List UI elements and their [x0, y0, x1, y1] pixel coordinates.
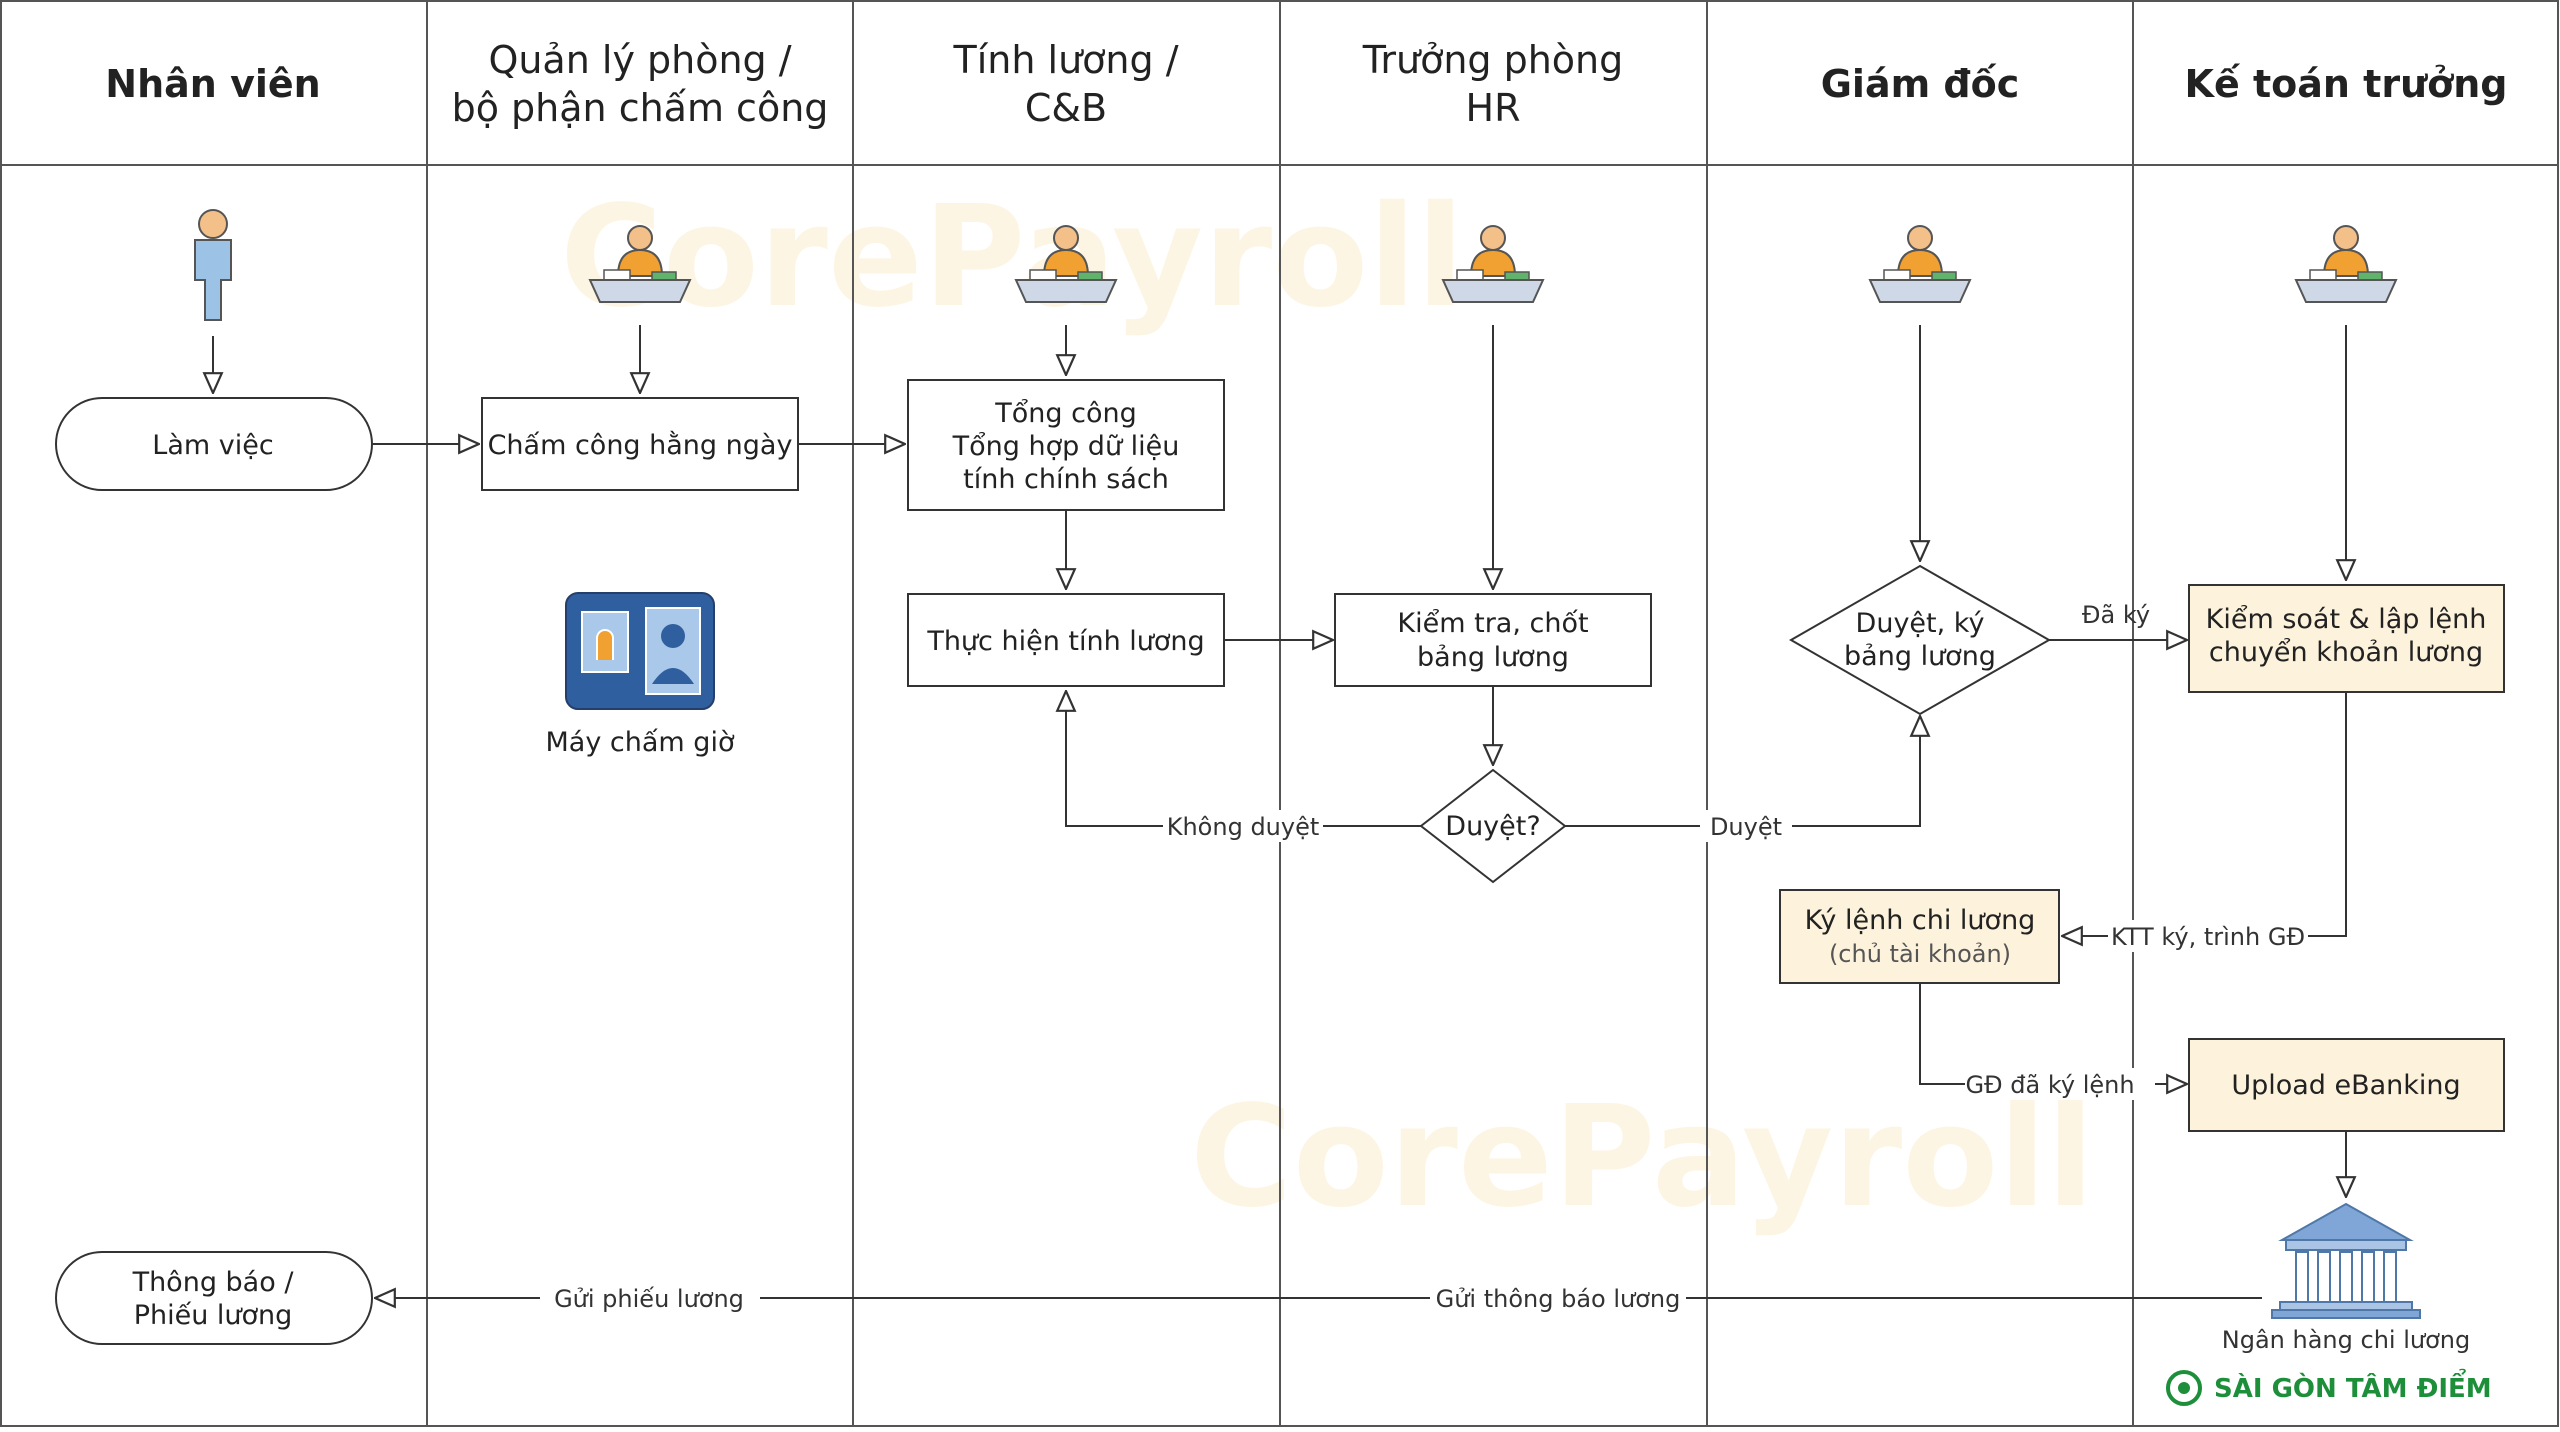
decision-director-sign: Duyệt, ký bảng lương	[1788, 564, 2052, 716]
lane-title: Trưởng phòng	[1362, 38, 1624, 82]
lane-header-employee: Nhân viên	[105, 62, 320, 106]
worker-at-desk-icon	[1441, 225, 1545, 303]
watermark: CorePayroll	[560, 176, 1464, 339]
node-label: Thực hiện tính lương	[926, 626, 1204, 657]
lane-header-hr: Trưởng phòng HR	[1362, 38, 1624, 130]
node-notify: Thông báo / Phiếu lương	[55, 1251, 373, 1345]
node-label: Duyệt?	[1445, 811, 1540, 842]
node-label: Thông báo /	[132, 1267, 295, 1298]
worker-at-desk-icon	[2294, 225, 2398, 303]
edge-rejected	[1066, 691, 1421, 827]
node-label: Tổng hợp dữ liệu	[952, 431, 1180, 462]
node-sublabel: (chủ tài khoản)	[1829, 940, 2011, 968]
lane-title: Quản lý phòng /	[488, 38, 791, 82]
edge-label-rejected: Không duyệt	[1167, 813, 1320, 841]
edge-label-signed: Đã ký	[2082, 601, 2150, 629]
bank-icon	[2271, 1202, 2421, 1319]
lane-title: C&B	[1025, 86, 1107, 130]
node-label: Upload eBanking	[2231, 1070, 2460, 1101]
lane-header-director: Giám đốc	[1821, 62, 2020, 106]
brand-name: SÀI GÒN TÂM ĐIỂM	[2214, 1367, 2492, 1404]
node-label: Kiểm tra, chốt	[1397, 608, 1588, 639]
lane-title: HR	[1466, 86, 1521, 130]
edge-label-send-notice: Gửi thông báo lương	[1436, 1285, 1681, 1313]
edge-ktt-signed	[2062, 692, 2347, 936]
node-review: Kiểm tra, chốt bảng lương	[1334, 593, 1652, 687]
node-label: Chấm công hằng ngày	[488, 430, 793, 461]
lane-header-payroll: Tính lương / C&B	[953, 38, 1179, 130]
worker-at-desk-icon	[1868, 225, 1972, 303]
node-work: Làm việc	[55, 397, 373, 491]
lane-title: Nhân viên	[105, 62, 320, 106]
worker-at-desk-icon	[588, 225, 692, 303]
node-label: Duyệt, ký	[1856, 608, 1985, 639]
node-label: Làm việc	[152, 430, 273, 461]
lane-header-attendance: Quản lý phòng / bộ phận chấm công	[452, 38, 829, 130]
decision-approve: Duyệt?	[1419, 768, 1567, 884]
lane-title: Kế toán trưởng	[2185, 62, 2508, 106]
timekeeping-machine-icon	[565, 592, 715, 710]
node-sign-order: Ký lệnh chi lương (chủ tài khoản)	[1779, 889, 2060, 984]
brand-target-icon	[2166, 1370, 2202, 1406]
timekeeping-machine-label: Máy chấm giờ	[546, 727, 735, 758]
node-label: Ký lệnh chi lương	[1805, 905, 2036, 936]
worker-at-desk-icon	[1014, 225, 1118, 303]
brand-logo: SÀI GÒN TÂM ĐIỂM	[2166, 1367, 2492, 1406]
edge-label-ktt-signed: KTT ký, trình GĐ	[2111, 923, 2305, 951]
edge-label-send-slip: Gửi phiếu lương	[554, 1285, 744, 1313]
node-label: bảng lương	[1417, 642, 1569, 673]
bank-label: Ngân hàng chi lương	[2222, 1326, 2470, 1354]
edge-labels: Không duyệt Duyệt Đã ký KTT ký, trình GĐ…	[540, 601, 2308, 1314]
node-label: Phiếu lương	[134, 1300, 293, 1331]
node-upload-ebanking: Upload eBanking	[2188, 1038, 2505, 1132]
node-calculate: Thực hiện tính lương	[907, 593, 1225, 687]
lane-title: Giám đốc	[1821, 62, 2020, 106]
edge-approved	[1565, 716, 1920, 827]
edge-label-gd-signed: GĐ đã ký lệnh	[1965, 1071, 2134, 1099]
lane-title: Tính lương /	[953, 38, 1179, 82]
node-aggregate: Tổng công Tổng hợp dữ liệu tính chính sá…	[907, 379, 1225, 511]
node-label: Kiểm soát & lập lệnh	[2206, 604, 2487, 635]
lane-title: bộ phận chấm công	[452, 86, 829, 130]
node-daily-timekeeping: Chấm công hằng ngày	[481, 397, 799, 491]
node-label: Tổng công	[994, 398, 1136, 429]
edge-label-approved: Duyệt	[1710, 813, 1782, 841]
node-control-transfer: Kiểm soát & lập lệnh chuyển khoản lương	[2188, 584, 2505, 693]
employee-person-icon	[194, 209, 232, 321]
watermark: CorePayroll	[1190, 1076, 2094, 1239]
node-label: bảng lương	[1844, 641, 1996, 672]
node-label: tính chính sách	[963, 464, 1169, 495]
node-label: chuyển khoản lương	[2209, 637, 2483, 668]
lane-header-chief-accountant: Kế toán trưởng	[2185, 62, 2508, 106]
